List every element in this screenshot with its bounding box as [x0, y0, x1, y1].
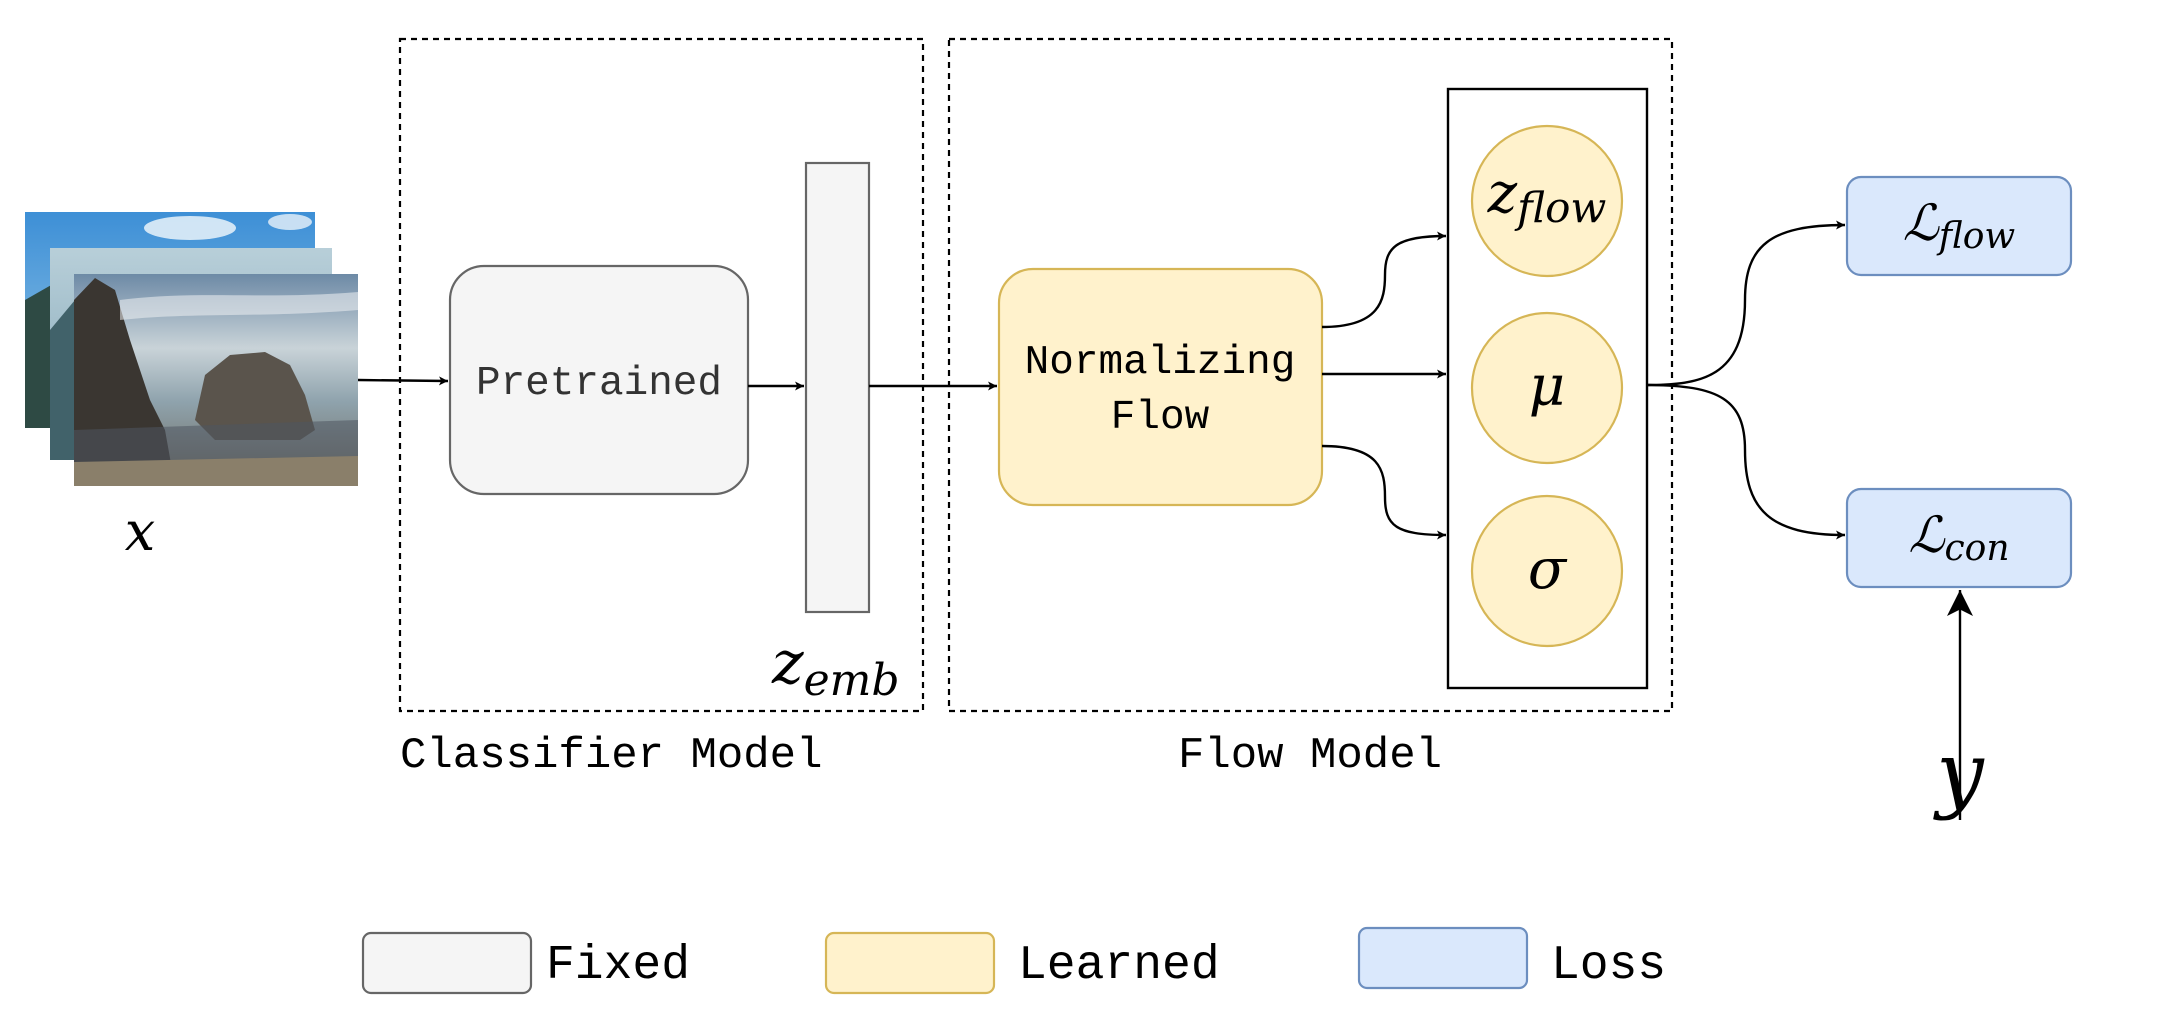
legend-fixed-swatch: [361, 931, 533, 995]
flow-loss-block: [1845, 175, 2073, 277]
legend: Fixed Learned Loss: [361, 926, 1666, 995]
flow-model-label: Flow Model: [1178, 731, 1442, 781]
edge-flow-to-zflow: [1321, 231, 1447, 329]
normalizing-flow-label-line1: Normalizing: [1025, 340, 1296, 386]
con-loss-block: [1845, 487, 2073, 589]
edge-flow-to-sigma: [1321, 444, 1447, 540]
mu-node: [1470, 311, 1624, 465]
con-loss-sub: con: [1944, 528, 2009, 569]
classifier-model-group: [398, 37, 925, 713]
con-loss-main: ℒ: [1908, 506, 1945, 564]
edge-outputs-to-flow-loss: [1646, 220, 1846, 387]
con-loss-label: ℒcon: [1908, 506, 2009, 569]
embedding-label-main: z: [771, 628, 804, 698]
legend-learned-swatch: [824, 931, 996, 995]
input-label: x: [125, 500, 155, 563]
embedding-label-sub: emb: [804, 655, 900, 706]
flow-loss-label: ℒflow: [1903, 194, 2016, 257]
sigma-label: σ: [1528, 537, 1568, 602]
legend-fixed-label: Fixed: [546, 939, 690, 993]
zflow-label-main: z: [1487, 161, 1518, 226]
mu-label: μ: [1529, 354, 1565, 419]
flow-loss-sub: flow: [1936, 216, 2016, 257]
legend-learned-label: Learned: [1018, 939, 1220, 993]
normalizing-flow-label-line2: Flow: [1111, 395, 1210, 441]
target-label: y: [1932, 724, 1985, 822]
pretrained-label: Pretrained: [476, 361, 722, 407]
flow-model-group: [947, 37, 1674, 713]
flow-loss-main: ℒ: [1903, 194, 1940, 252]
sigma-node: [1470, 494, 1624, 648]
legend-loss-label: Loss: [1551, 939, 1666, 993]
input-image-stack: [25, 212, 358, 486]
classifier-model-label: Classifier Model: [400, 731, 822, 781]
zflow-node: [1470, 124, 1624, 278]
input-image-front: [74, 274, 358, 486]
edge-input-to-pretrained: [357, 376, 449, 386]
embedding-label: zemb: [771, 628, 900, 706]
normalizing-flow-block: [997, 267, 1324, 507]
legend-loss-swatch: [1357, 926, 1529, 990]
edge-outputs-to-con-loss: [1646, 383, 1846, 540]
pretrained-block: [448, 264, 750, 496]
zflow-label: zflow: [1487, 161, 1607, 232]
embedding-bar: [804, 161, 871, 614]
zflow-label-sub: flow: [1514, 183, 1606, 232]
edges: [357, 220, 1973, 820]
